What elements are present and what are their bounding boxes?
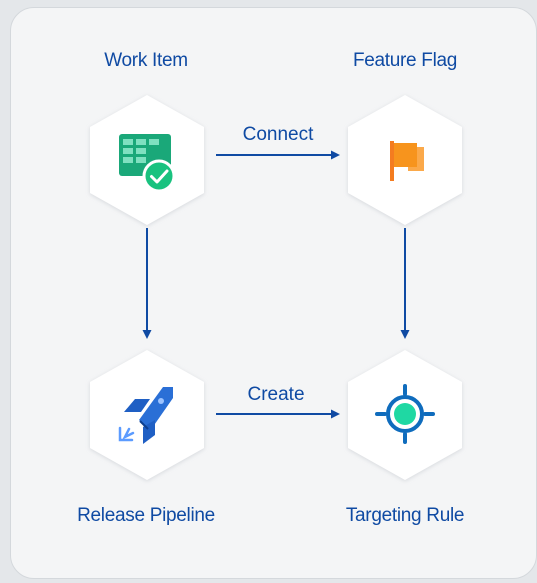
- feature-flag-label: Feature Flag: [352, 50, 458, 71]
- arrow-flag-to-rule: [400, 228, 410, 339]
- connect-edge-label: Connect: [242, 124, 314, 145]
- diagram-card: [10, 7, 537, 579]
- boards-icon: [119, 134, 176, 193]
- targeting-rule-label: Targeting Rule: [345, 505, 465, 526]
- target-icon: [375, 384, 435, 444]
- arrow-create: [216, 409, 340, 419]
- arrow-connect: [216, 150, 340, 160]
- pipeline-rocket-icon: [118, 387, 173, 444]
- create-edge-label: Create: [247, 384, 305, 405]
- work-item-label: Work Item: [104, 50, 188, 71]
- arrow-work-item-to-pipeline: [142, 228, 152, 339]
- release-pipeline-label: Release Pipeline: [77, 505, 215, 526]
- flag-icon: [390, 141, 424, 181]
